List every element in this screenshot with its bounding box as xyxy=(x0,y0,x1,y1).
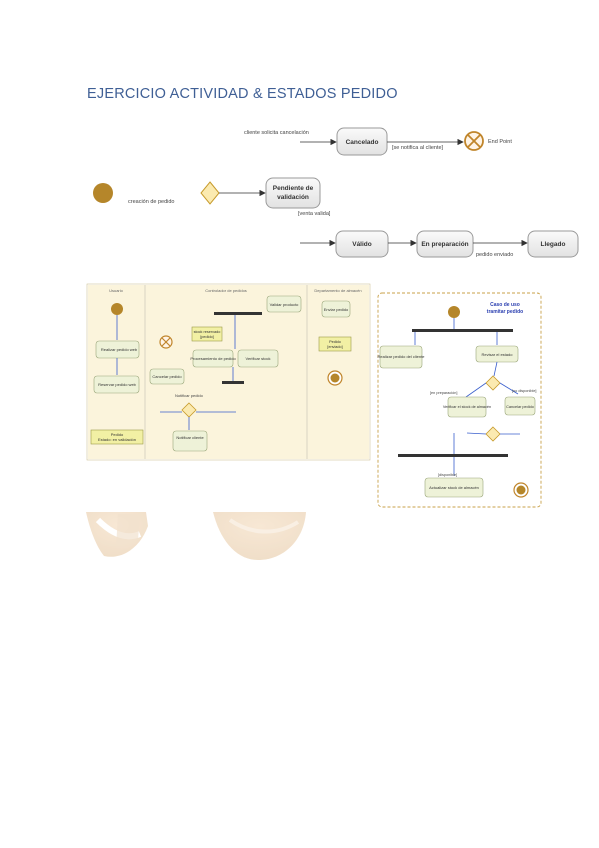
action-notificar-cliente-label: Notificar cliente xyxy=(176,435,204,440)
action-enviar-pedido-label: Enviar pedido xyxy=(324,307,349,312)
lane-almacen-label: Departamento de almacén xyxy=(314,288,361,293)
cancel-trigger-label: cliente solicita cancelación xyxy=(244,130,309,136)
lane-usuario-label: Usuario xyxy=(109,288,124,293)
guard-valid-label: [venta valida] xyxy=(298,211,331,217)
delivered-state-label: Llegado xyxy=(541,241,566,248)
action-cancelar-pedido-label: Cancelar pedido xyxy=(152,374,182,379)
notify-label: [se notifica al cliente] xyxy=(392,145,444,151)
uc-cancelar-pedido xyxy=(504,396,536,416)
pending-state-line1: Pendiente de xyxy=(273,185,314,192)
action-cancelar-pedido xyxy=(149,368,185,385)
action-verificar-stock xyxy=(237,349,279,368)
uc-guard-disp: [disponible] xyxy=(438,473,457,477)
prep-state xyxy=(416,230,474,258)
state-diagram: cliente solicita cancelación Cancelado [… xyxy=(93,127,579,258)
action-verificar-stock-label: Verificar stock xyxy=(246,356,271,361)
use-case-initial-icon xyxy=(448,306,460,318)
uc-realizar-pedido xyxy=(379,345,423,369)
action-validar-producto xyxy=(266,295,302,313)
initial-label: creación de pedido xyxy=(128,199,174,205)
valid-state xyxy=(335,230,389,258)
activity-diagram: Usuario Controlador de pedidos Departame… xyxy=(86,283,371,461)
object-stock-label2: [pedido] xyxy=(200,335,214,339)
action-validar-producto-label: Validar producto xyxy=(270,302,300,307)
object-enviado-line1: Pedido xyxy=(329,340,341,344)
action-realizar-pedido-label: Realizar pedido web xyxy=(101,347,138,352)
object-pedido-enviado xyxy=(318,336,352,352)
use-case-diagram: Caso de uso tramitar pedido Realizar ped… xyxy=(378,292,542,508)
activity-initial-icon xyxy=(111,303,123,315)
cancelled-state xyxy=(336,127,388,156)
uc-realizar-pedido-label: Realizar pedido del cliente xyxy=(378,354,426,359)
action-notificar-cliente xyxy=(172,430,208,452)
uc-verificar-stock xyxy=(447,396,487,418)
uc-guard-prep: [en preparación] xyxy=(430,391,457,395)
uc-actualizar-stock xyxy=(424,477,484,498)
object-stock-label: stock reservado xyxy=(194,330,221,334)
valid-state-label: Válido xyxy=(352,241,372,248)
join-bar xyxy=(222,381,244,384)
action-enviar-pedido xyxy=(321,300,351,318)
action-reservar-pedido-label: Reservar pedido web xyxy=(98,382,137,387)
uc-cancelar-pedido-label: Cancelar pedido xyxy=(506,405,534,409)
uc-decision2-icon xyxy=(485,426,501,442)
final-label: End Point xyxy=(488,139,512,145)
lane-controlador-label: Controlador de pedidos xyxy=(205,288,247,293)
uc-verificar-stock-label: Verificar el stock de almacén xyxy=(443,405,491,409)
action-reservar-pedido xyxy=(93,375,140,394)
use-case-title-line2: tramitar pedido xyxy=(487,309,523,315)
uc-decision1-icon xyxy=(485,375,501,391)
action-realizar-pedido xyxy=(95,340,140,359)
initial-node-icon xyxy=(93,183,113,203)
use-case-join-bar xyxy=(398,454,508,457)
object-enviado-line2: [enviado] xyxy=(327,345,342,349)
object-pedido-line1: Pedido xyxy=(111,432,124,437)
notify-pedido-label: Notificar pedido xyxy=(175,393,204,398)
pending-state-line2: validación xyxy=(277,194,309,201)
pending-state xyxy=(265,177,321,209)
object-pedido-line2: Estado: en validación xyxy=(98,437,136,442)
object-pedido-validacion xyxy=(90,429,144,445)
fork-bar xyxy=(214,312,262,315)
action-procesamiento-label: Procesamiento de pedido xyxy=(190,356,236,361)
cancelled-state-label: Cancelado xyxy=(346,139,379,146)
delivered-state xyxy=(527,230,579,258)
action-procesamiento xyxy=(192,349,234,368)
decision-icon xyxy=(200,181,220,205)
prep-state-label: En preparación xyxy=(421,241,468,248)
use-case-fork-bar xyxy=(412,329,513,332)
uc-guard-nodisp: [no disponible] xyxy=(512,389,537,393)
use-case-title-line1: Caso de uso xyxy=(490,302,520,308)
uc-revisar-estado-label: Revisar el estado xyxy=(482,352,514,357)
object-stock xyxy=(191,326,223,342)
uc-actualizar-stock-label: Actualizar stock de almacén xyxy=(429,485,479,490)
page-title: EJERCICIO ACTIVIDAD & ESTADOS PEDIDO xyxy=(87,86,398,102)
faded-logo xyxy=(86,512,306,560)
shipped-trigger-label: pedido enviado xyxy=(476,252,513,258)
